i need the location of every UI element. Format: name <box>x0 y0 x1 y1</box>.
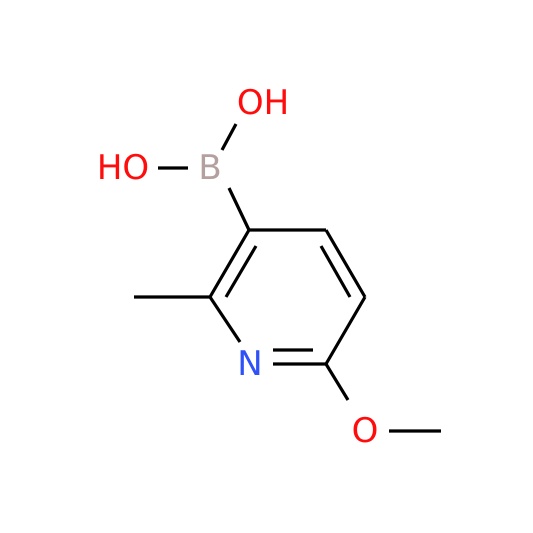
bond-c6-o <box>324 363 350 401</box>
bond-c4-c5 <box>324 229 367 298</box>
bonds <box>134 123 441 433</box>
bond-c2-c3 <box>208 229 251 298</box>
oh-left-label: HO <box>97 148 149 188</box>
bond-c4-c5-inner <box>319 245 352 298</box>
oh-top-label: OH <box>237 83 289 123</box>
atom-labels: OH HO B N O <box>97 83 379 451</box>
bond-c2-c3-inner <box>224 245 258 298</box>
oxygen-label: O <box>352 411 379 451</box>
bond-b-c3 <box>227 187 251 231</box>
bond-b-oh-top <box>220 123 238 151</box>
bond-c5-c6 <box>324 296 367 365</box>
boron-label: B <box>198 148 221 188</box>
bond-n-c2 <box>208 296 242 343</box>
nitrogen-label: N <box>237 344 262 384</box>
